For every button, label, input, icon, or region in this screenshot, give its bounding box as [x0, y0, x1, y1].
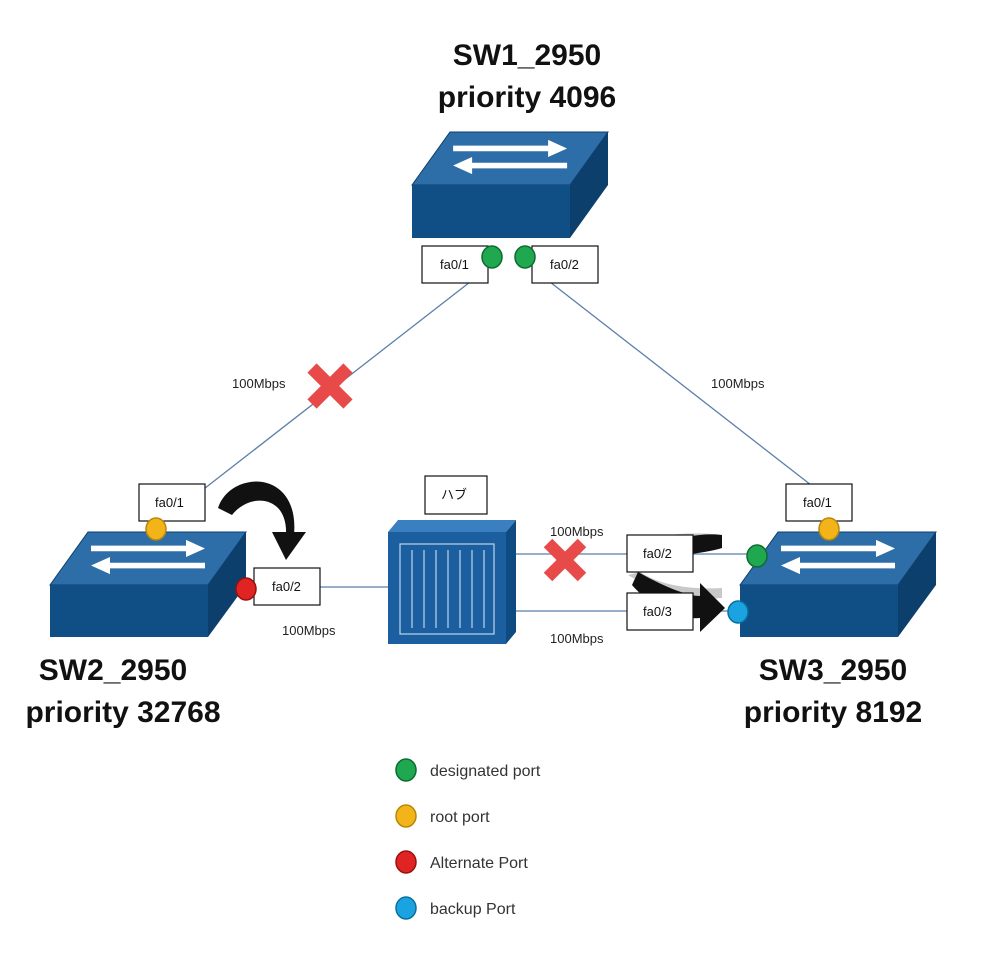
- sw3-fa0-3-backup-port: [727, 600, 749, 624]
- sw3-priority: priority 8192: [744, 696, 922, 729]
- sw3-port-fa0-3-box: [626, 592, 694, 631]
- blocked-x-sw1-sw2: [307, 363, 353, 409]
- link-hub-sw3-bottom-speed: 100Mbps: [550, 631, 604, 646]
- sw1-port-fa0-2-box: [531, 245, 599, 284]
- legend-root-label: root port: [430, 809, 490, 826]
- link-sw1-sw2-speed: 100Mbps: [232, 376, 286, 391]
- sw1-port-fa0-1-label: fa0/1: [440, 257, 469, 272]
- sw3-port-fa0-2-box: [626, 534, 694, 573]
- hub-label: ハブ: [441, 487, 467, 503]
- legend-root-icon: [395, 804, 417, 828]
- sw3-port-fa0-1-label: fa0/1: [803, 495, 832, 510]
- sw1-priority: priority 4096: [438, 81, 616, 114]
- blocked-x-hub-sw3: [543, 538, 587, 582]
- sw1-fa0-1-designated-port: [481, 245, 503, 269]
- legend-backup-icon: [395, 896, 417, 920]
- sw2-priority: priority 32768: [25, 696, 220, 729]
- sw1-name: SW1_2950: [453, 39, 601, 72]
- link-sw1-sw3: [549, 281, 821, 493]
- hub-icon: [388, 520, 516, 644]
- curved-arrow-icon: [218, 481, 306, 560]
- sw2-name: SW2_2950: [39, 654, 187, 687]
- legend-designated-label: designated port: [430, 763, 541, 780]
- sw3-port-fa0-1-box: [785, 483, 853, 522]
- hub-label-box: [424, 475, 488, 515]
- sw3-switch: [739, 531, 937, 637]
- sw2-fa0-1-root-port: [145, 517, 167, 541]
- sw2-switch: [49, 531, 247, 637]
- sw2-port-fa0-2-box: [253, 567, 321, 606]
- link-sw1-sw3-speed: 100Mbps: [711, 376, 765, 391]
- sw3-fa0-2-designated-port: [746, 544, 768, 568]
- legend-alternate-label: Alternate Port: [430, 855, 528, 872]
- sw3-port-fa0-3-label: fa0/3: [643, 604, 672, 619]
- sw3-name: SW3_2950: [759, 654, 907, 687]
- sw2-port-fa0-2-label: fa0/2: [272, 579, 301, 594]
- sw1-fa0-2-designated-port: [514, 245, 536, 269]
- legend: designated port root port Alternate Port…: [395, 758, 541, 920]
- sw2-port-fa0-1-box: [138, 483, 206, 522]
- link-hub-sw3-top-speed: 100Mbps: [550, 524, 604, 539]
- sw1-port-fa0-2-label: fa0/2: [550, 257, 579, 272]
- legend-backup-label: backup Port: [430, 901, 516, 918]
- sw3-fa0-1-root-port: [818, 517, 840, 541]
- sw3-port-fa0-2-label: fa0/2: [643, 546, 672, 561]
- sw2-fa0-2-alternate-port: [235, 577, 257, 601]
- link-sw2-hub-speed: 100Mbps: [282, 623, 336, 638]
- sw1-switch: [411, 131, 609, 238]
- legend-alternate-icon: [395, 850, 417, 874]
- legend-designated-icon: [395, 758, 417, 782]
- sw2-port-fa0-1-label: fa0/1: [155, 495, 184, 510]
